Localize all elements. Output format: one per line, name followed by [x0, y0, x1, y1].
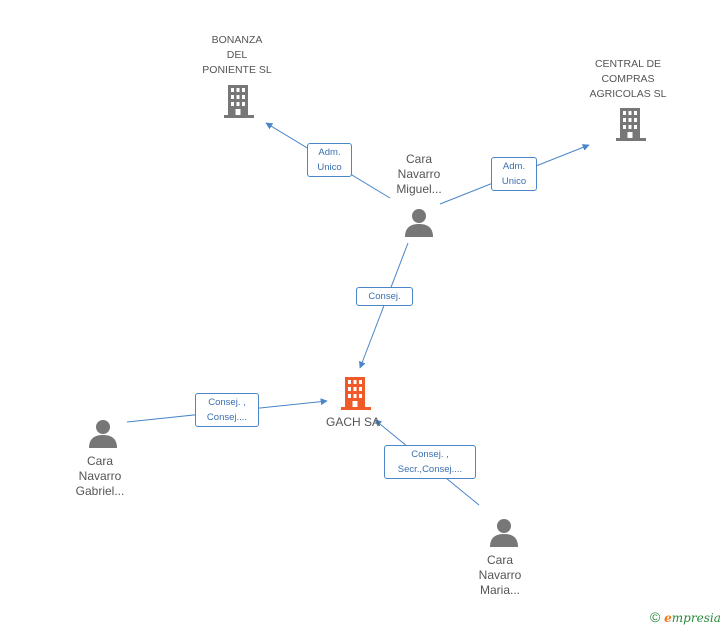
relation-text: Unico — [317, 162, 342, 173]
company-name-line: GACH SA — [325, 415, 380, 429]
person-icon[interactable] — [489, 518, 519, 548]
building-icon[interactable] — [340, 377, 372, 411]
relation-text: Consej. , — [208, 397, 246, 408]
relation-text: Secr.,Consej.... — [397, 464, 463, 475]
company-name-line: COMPRAS — [601, 73, 655, 85]
relation-text: Consej. — [368, 291, 401, 302]
company-name-line: DEL — [226, 49, 248, 61]
brand-initial: e — [664, 611, 672, 625]
person-icon[interactable] — [404, 208, 434, 238]
company-label-central[interactable]: CENTRAL DE COMPRAS AGRICOLAS SL — [578, 57, 678, 102]
relation-text: Consej. , — [411, 449, 449, 460]
company-name-line: AGRICOLAS SL — [589, 88, 667, 100]
person-name-line: Cara — [486, 553, 513, 567]
person-icon[interactable] — [88, 419, 118, 449]
person-name-line: Navarro — [397, 167, 441, 181]
company-name-line: CENTRAL DE — [594, 58, 662, 70]
person-name-line: Maria... — [479, 583, 520, 597]
building-icon[interactable] — [223, 85, 255, 119]
person-name-line: Miguel... — [396, 182, 442, 196]
person-name-line: Cara — [405, 152, 432, 166]
person-name-line: Gabriel... — [75, 484, 125, 498]
person-label-maria[interactable]: Cara Navarro Maria... — [455, 553, 545, 598]
brand-footer[interactable]: © empresia — [650, 609, 721, 625]
relation-text: Consej.... — [206, 412, 248, 423]
relation-text: Adm. — [502, 161, 526, 172]
person-label-gabriel[interactable]: Cara Navarro Gabriel... — [55, 454, 145, 499]
person-label-miguel[interactable]: Cara Navarro Miguel... — [374, 152, 464, 197]
copyright-symbol: © — [650, 609, 661, 625]
brand-name: mpresia — [671, 611, 721, 625]
relation-text: Unico — [501, 176, 527, 187]
building-icon[interactable] — [615, 108, 647, 142]
company-name-line: PONIENTE SL — [202, 64, 272, 76]
company-name-line: BONANZA — [211, 34, 263, 46]
edge-label-gabriel-gach[interactable]: Consej. , Consej.... — [195, 393, 259, 427]
edge-label-miguel-gach[interactable]: Consej. — [356, 287, 413, 306]
person-name-line: Cara — [86, 454, 113, 468]
person-name-line: Navarro — [78, 469, 122, 483]
company-label-gach[interactable]: GACH SA — [313, 415, 393, 430]
relation-text: Adm. — [318, 147, 341, 158]
company-label-bonanza[interactable]: BONANZA DEL PONIENTE SL — [187, 33, 287, 78]
edge-label-miguel-central[interactable]: Adm. Unico — [491, 157, 537, 191]
person-name-line: Navarro — [478, 568, 522, 582]
edge-label-maria-gach[interactable]: Consej. , Secr.,Consej.... — [384, 445, 476, 479]
edge-label-miguel-bonanza[interactable]: Adm. Unico — [307, 143, 352, 177]
